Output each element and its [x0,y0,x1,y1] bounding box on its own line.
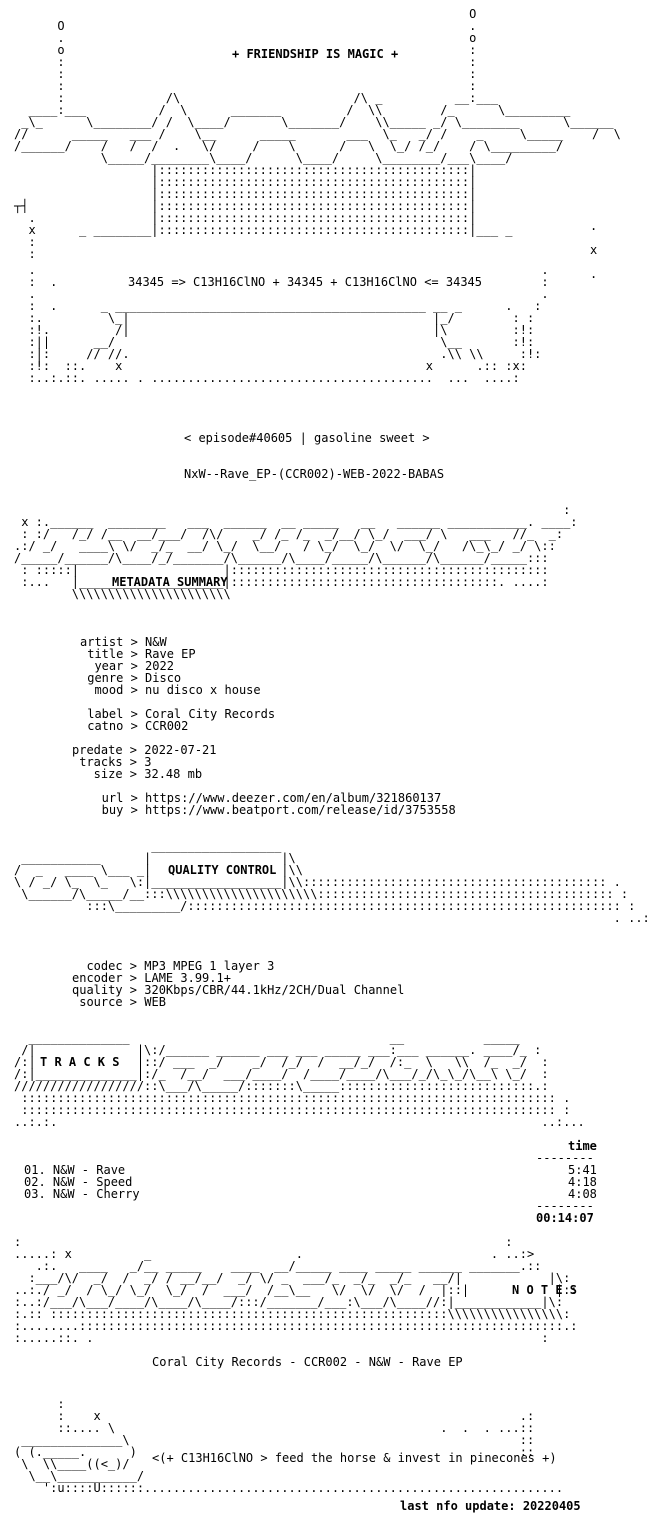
tracks-total-separator: -------- [536,1199,594,1213]
tracks-title: T R A C K S [40,1055,120,1069]
formula-frame-art: . . : . : . [28,263,549,385]
track-2-label: 02. N&W - Speed [24,1175,133,1189]
metadata-logo-art: : x :.______ ________ ___ ______ __ ____… [14,503,578,601]
meta-mood: mood > nu disco x house [80,683,261,697]
quality-encoder: encoder > LAME 3.99.1+ [72,971,231,985]
track-1-time: 5:41 [568,1163,597,1177]
tracks-time-header: time [568,1139,597,1153]
side-marks-right: . x . [590,219,598,281]
meta-tracks: tracks > 3 [72,755,152,769]
meta-label: label > Coral City Records [80,707,276,721]
track-2-time: 4:18 [568,1175,597,1189]
meta-genre: genre > Disco [80,671,182,685]
meta-catno: catno > CCR002 [80,719,189,733]
tracks-total-time: 00:14:07 [536,1211,594,1225]
last-update: last nfo update: 20220405 [400,1499,581,1513]
notes-title: N O T E S [512,1283,578,1297]
quality-title: QUALITY CONTROL [168,863,277,877]
footer-horse-art: : : x .: ::.... \ . . . ...:: __________… [14,1397,564,1495]
track-1-label: 01. N&W - Rave [24,1163,126,1177]
meta-artist: artist > N&W [80,635,167,649]
meta-predate: predate > 2022-07-21 [72,743,217,757]
top-logo-art: O O . . o o : [14,7,621,237]
notes-line: Coral City Records - CCR002 - N&W - Rave… [152,1355,463,1369]
metadata-title: METADATA SUMMARY [112,575,228,589]
banner-text: + FRIENDSHIP IS MAGIC + [232,47,399,61]
meta-year: year > 2022 [80,659,174,673]
quality-quality: quality > 320Kbps/CBR/44.1kHz/2CH/Dual C… [72,983,405,997]
quality-source: source > WEB [72,995,166,1009]
meta-title: title > Rave EP [80,647,196,661]
meta-url[interactable]: url > https://www.deezer.com/en/album/32… [80,791,442,805]
meta-size: size > 32.48 mb [72,767,203,781]
meta-buy[interactable]: buy > https://www.beatport.com/release/i… [80,803,456,817]
footer-tagline: <(+ C13H16ClNO > feed the horse & invest… [152,1451,557,1465]
notes-logo-art: : : .....: x _ . . ..:> .:. ____ _/__ __… [14,1235,578,1345]
release-name: NxW--Rave_EP-(CCR002)-WEB-2022-BABAS [184,467,445,481]
formula-line: 34345 => C13H16ClNO + 34345 + C13H16ClNO… [128,275,483,289]
side-marks-left: ┬┤ . x : : [14,199,36,261]
episode-line: < episode#40605 | gasoline sweet > [184,431,430,445]
tracks-time-separator: -------- [536,1151,594,1165]
track-3-time: 4:08 [568,1187,597,1201]
quality-codec: codec > MP3 MPEG 1 layer 3 [72,959,275,973]
tracks-logo-art: ______________ __ _____ /| |\:/______ __… [14,1031,585,1129]
quality-logo-art: __________________ ___________ | |\ / _ … [14,839,648,925]
track-3-label: 03. N&W - Cherry [24,1187,140,1201]
